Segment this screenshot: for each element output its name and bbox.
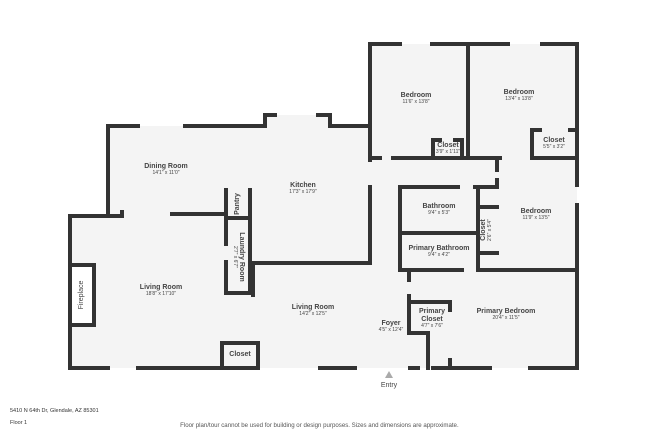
disclaimer: Floor plan/tour cannot be used for build…	[180, 422, 459, 429]
floor-label: Floor 1	[10, 420, 28, 426]
room-closet-4: Closet	[229, 350, 251, 358]
entry-label: Entry	[380, 381, 398, 389]
fireplace-label: Fireplace	[77, 280, 85, 310]
room-pantry: Pantry	[233, 193, 241, 215]
entry-arrow-icon	[385, 371, 393, 378]
fireplace-shape	[68, 263, 96, 327]
address: 5410 N 64th Dr, Glendale, AZ 85301	[10, 408, 99, 414]
